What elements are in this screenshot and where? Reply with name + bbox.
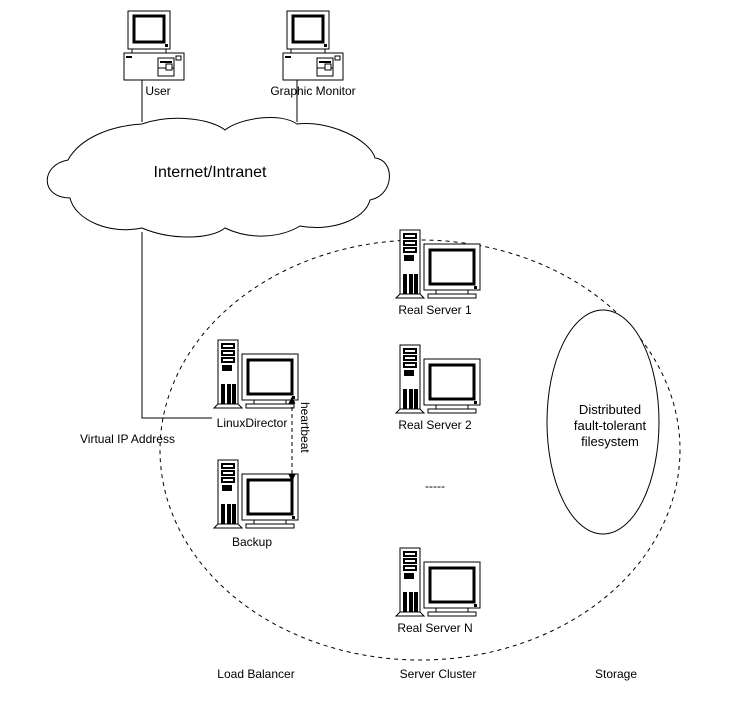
storage-label: Distributed fault-tolerant filesystem xyxy=(574,402,646,450)
storage-label-line: filesystem xyxy=(581,434,639,449)
real-server-n-icon xyxy=(394,546,482,618)
network-label: Internet/Intranet xyxy=(153,164,267,181)
linux-director-label: LinuxDirector xyxy=(216,416,288,430)
backup-server-icon xyxy=(212,458,300,530)
section-server-cluster: Server Cluster xyxy=(399,667,477,681)
linux-director-server-icon xyxy=(212,338,300,410)
real-server-2-icon xyxy=(394,343,482,415)
backup-label: Backup xyxy=(231,535,273,549)
section-storage: Storage xyxy=(594,667,638,681)
graphic-monitor-label: Graphic Monitor xyxy=(270,84,356,98)
graphic-monitor-computer-icon xyxy=(281,9,345,82)
server-ellipsis: ----- xyxy=(425,479,445,493)
user-label: User xyxy=(145,84,171,98)
storage-label-line: Distributed xyxy=(578,402,642,417)
user-computer-icon xyxy=(122,9,186,82)
heartbeat-label: heartbeat xyxy=(298,402,312,453)
section-load-balancer: Load Balancer xyxy=(217,667,295,681)
cloud-icon xyxy=(46,117,390,238)
storage-ellipse xyxy=(546,309,660,535)
real-server-n-label: Real Server N xyxy=(397,621,473,635)
virtual-ip-link xyxy=(141,232,212,419)
storage-label-line: fault-tolerant xyxy=(573,418,647,433)
cluster-boundary xyxy=(159,239,681,661)
real-server-2-label: Real Server 2 xyxy=(398,418,472,432)
virtual-ip-label: Virtual IP Address xyxy=(80,432,175,446)
real-server-1-label: Real Server 1 xyxy=(398,303,472,317)
